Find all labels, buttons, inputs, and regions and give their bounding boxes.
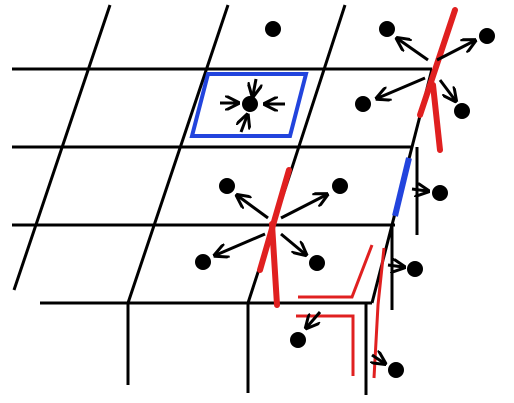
red-edge-top-right [417,7,458,118]
dots [195,21,495,378]
grid-line-s2 [126,4,230,304]
red-corner-brackets [296,244,386,379]
arrow-right-1 [411,189,427,191]
red-bracket-1 [298,244,374,299]
grid-line-s1 [12,4,112,291]
dot-c-3 [195,254,211,270]
dot-tr-3 [355,96,371,112]
dot-c-2 [332,178,348,194]
arrow-in-bottom [241,116,247,133]
red-edge-top-right-lower [430,82,443,153]
arrow-right-2 [387,265,403,267]
arrow-bottom-1 [307,311,322,327]
red-edge-center [257,167,292,273]
highlight-cell-blue [189,72,309,138]
grid-horizontal-lines [12,67,432,305]
highlight-edges-red [257,7,458,308]
dot-bottom-1 [290,332,306,348]
grid-slanted-lines [12,4,434,304]
arrow-c-4 [280,232,305,254]
arrow-tr-3 [378,76,426,98]
red-edge-center-lower [269,221,280,308]
dot-tr-1 [379,21,395,37]
arrow-tr-4 [438,79,455,100]
dot-c-1 [219,178,235,194]
dot-c-4 [309,255,325,271]
highlight-edge-blue [392,157,412,217]
red-bracket-2 [296,314,355,376]
arrow-c-3 [216,232,266,255]
dot-tr-2 [479,28,495,44]
arrow-in-top [253,78,256,95]
dot-bottom-2 [388,362,404,378]
dot-blue-cell-center [242,96,258,112]
arrow-bottom-2 [372,355,384,363]
dot-right-1 [432,185,448,201]
arrow-tr-2 [436,41,474,62]
arrow-c-2 [280,195,326,220]
arrows [216,39,474,363]
dot-tr-4 [454,103,470,119]
dot-right-2 [407,261,423,277]
arrow-c-1 [238,196,269,220]
arrow-tr-1 [398,39,429,62]
dot-top [265,21,281,37]
